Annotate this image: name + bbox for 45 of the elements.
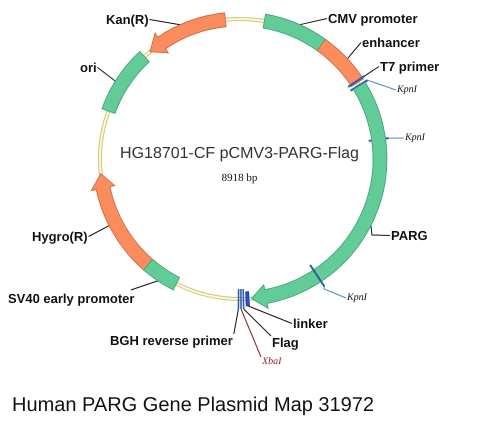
feature-label: Kan(R): [106, 12, 149, 27]
pointed-feature-band: [150, 12, 226, 54]
pointed-feature-band: [90, 173, 154, 270]
restriction-site-label: KpnI: [347, 292, 367, 304]
leader-line: [243, 308, 272, 336]
leader-line: [233, 308, 239, 334]
restriction-site-label: XbaI: [262, 356, 282, 368]
restriction-site-label: KpnI: [405, 132, 425, 144]
leader-line: [370, 225, 390, 236]
leader-line: [323, 286, 346, 298]
feature-label: PARG: [391, 228, 428, 243]
leader-line: [88, 225, 110, 237]
leader-line: [247, 305, 292, 324]
feature-label: BGH reverse primer: [110, 333, 233, 348]
feature-segment: [143, 259, 180, 290]
feature-label: CMV promoter: [328, 11, 418, 26]
leader-line: [240, 308, 262, 358]
plasmid-size: 8918 bp: [220, 172, 258, 184]
feature-segment: [262, 14, 326, 52]
leader-line: [130, 280, 158, 290]
feature-label: ori: [80, 60, 97, 75]
feature-label: enhancer: [362, 35, 420, 50]
leader-line: [149, 19, 181, 26]
site-mark: [240, 288, 242, 309]
leader-line: [388, 138, 404, 139]
feature-label: linker: [293, 316, 328, 331]
site-mark: [238, 288, 240, 309]
caption: Human PARG Gene Plasmid Map 31972: [12, 394, 374, 417]
leader-line: [299, 18, 328, 26]
feature-label: T7 primer: [380, 59, 440, 74]
leader-line: [364, 66, 380, 76]
feature-segment: [102, 51, 150, 114]
feature-label: Hygro(R): [32, 229, 88, 244]
feature-label: Flag: [272, 335, 299, 350]
plasmid-name: HG18701-CF pCMV3-PARG-Flag: [119, 145, 360, 163]
leader-line: [347, 42, 362, 60]
site-mark: [242, 288, 244, 309]
leader-line: [367, 80, 396, 90]
leader-line: [97, 67, 116, 82]
feature-label: SV40 early promoter: [8, 291, 134, 306]
feature-segment: [316, 38, 364, 87]
site-mark: [350, 79, 368, 92]
site-mark: [348, 74, 366, 88]
restriction-site-label: KpnI: [397, 84, 417, 96]
feature-segment: [245, 291, 250, 306]
